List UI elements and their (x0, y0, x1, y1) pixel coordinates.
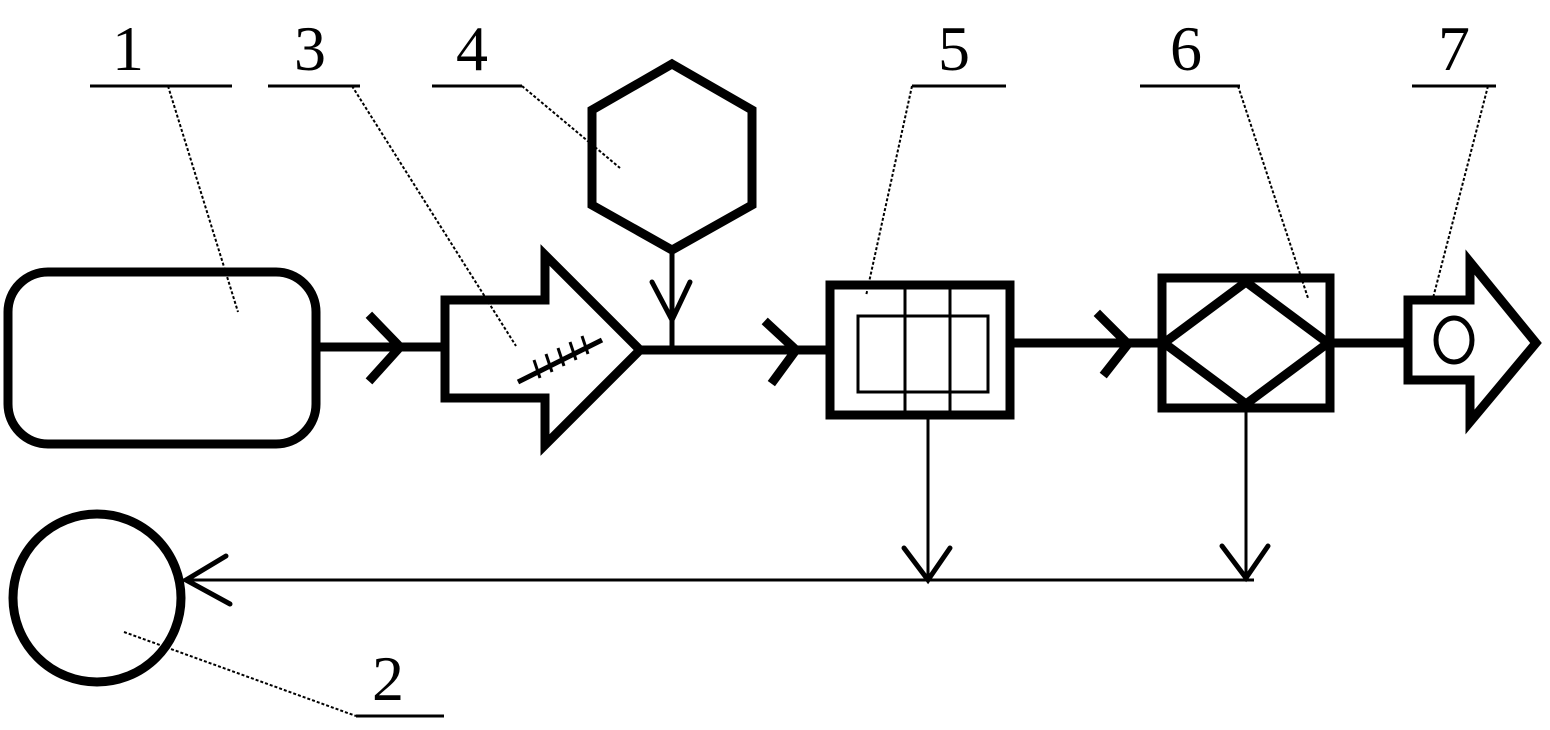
label-3: 3 (294, 13, 326, 84)
leader-6 (1237, 85, 1309, 299)
label-5: 5 (938, 13, 970, 84)
label-4: 4 (456, 13, 488, 84)
component-2-collector (8, 509, 186, 687)
feed-arrow-4 (649, 279, 693, 326)
leader-2 (123, 631, 357, 717)
component-3-arrow-unit (440, 244, 647, 456)
component-1-tank (3, 267, 321, 449)
leader-1 (167, 85, 239, 313)
leader-3 (351, 85, 517, 347)
flow-arrow-5-6 (1093, 309, 1135, 379)
label-6: 6 (1170, 13, 1202, 84)
component-4-hexagon (587, 58, 757, 256)
label-2: 2 (372, 643, 404, 714)
component-7-ring (1433, 315, 1475, 365)
component-7-outlet (1403, 249, 1542, 435)
leader-7 (1431, 85, 1489, 303)
drain-arrow-6 (1219, 543, 1271, 583)
flow-arrow-3-5 (761, 317, 802, 387)
component-5-inner (856, 314, 990, 394)
leader-5 (865, 85, 913, 297)
flow-arrow-1-3 (365, 311, 407, 385)
leader-4 (521, 85, 621, 169)
return-arrow (180, 553, 233, 607)
component-3-hatch (532, 335, 590, 379)
component-3-element (516, 337, 604, 385)
component-6-box (1157, 273, 1335, 413)
label-7: 7 (1438, 13, 1470, 84)
component-6-diamond (1156, 276, 1336, 410)
component-5-box (825, 280, 1015, 420)
label-1: 1 (112, 13, 144, 84)
